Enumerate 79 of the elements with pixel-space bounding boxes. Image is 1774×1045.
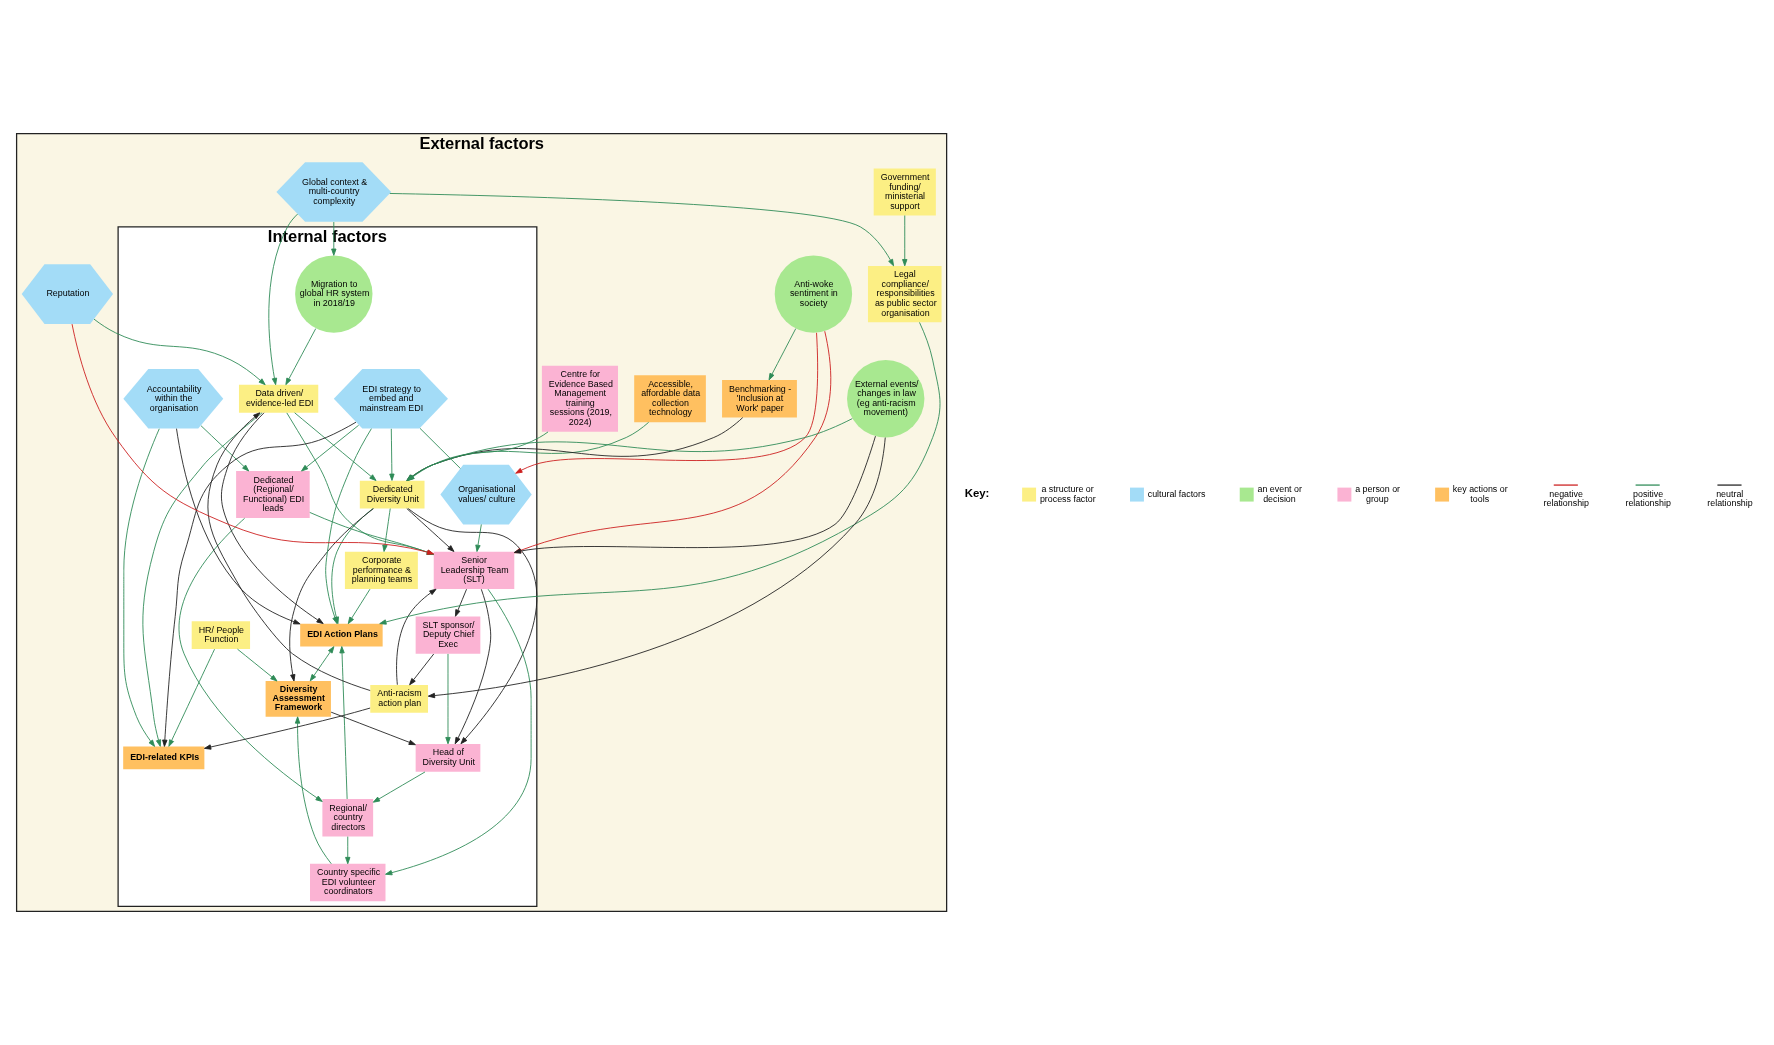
arrow [207, 412, 371, 691]
node-box: Senior Leadership Team (SLT) [433, 551, 515, 590]
arrow [286, 412, 434, 555]
node-circle: External events/ changes in law (eg anti-racism movement) [847, 360, 925, 438]
arrow [515, 332, 819, 474]
arrow [389, 428, 395, 481]
arrow [200, 425, 250, 472]
arrow [330, 711, 416, 746]
legend-label: positive relationship [1625, 488, 1671, 509]
node-box: Dedicated (Regional/ Functional) EDI leads [236, 471, 310, 519]
arrow [168, 648, 215, 747]
node-box: EDI Action Plans [300, 623, 383, 647]
legend-label: key actions or tools [1452, 484, 1508, 504]
arrow [475, 524, 482, 552]
arrow [268, 213, 299, 386]
node-box: Head of Diversity Unit [415, 743, 481, 772]
arrow [427, 437, 886, 699]
arrow [71, 323, 435, 555]
node-box: Regional/ country directors [322, 799, 374, 837]
legend-label: an event or decision [1257, 484, 1302, 504]
legend-label: a structure or process factor [1039, 484, 1096, 504]
arrow [178, 517, 323, 802]
arrow [445, 653, 451, 745]
arrow [407, 508, 538, 745]
arrow [204, 707, 371, 750]
arrow [345, 836, 351, 865]
arrow [162, 421, 357, 747]
node-box: Benchmarking - 'Inclusion at Work' paper [722, 380, 797, 418]
arrow [455, 588, 467, 617]
node-box: Accessible, affordable data collection technology [634, 375, 706, 423]
node-box: Dedicated Diversity Unit [359, 480, 425, 509]
node-box: EDI-related KPIs [123, 746, 205, 770]
node-box: Anti-racism action plan [370, 684, 428, 713]
arrow [372, 771, 426, 803]
node-box: Centre for Evidence Based Management training sessions (2019, 2024) [541, 365, 618, 432]
arrow [221, 412, 324, 624]
arrow [142, 412, 263, 747]
arrow [513, 435, 876, 554]
arrow [294, 716, 332, 865]
arrow [237, 648, 278, 682]
arrow [176, 428, 301, 625]
node-box: Government funding/ ministerial support [873, 168, 936, 216]
legend-label: a person or group [1355, 484, 1401, 504]
arrow [289, 508, 374, 682]
arrow [389, 193, 895, 267]
legend-label: negative relationship [1543, 488, 1589, 509]
node-circle: Anti-woke sentiment in society [774, 255, 853, 333]
node-box: HR/ People Function [191, 621, 251, 650]
arrow [379, 321, 941, 625]
arrow [285, 328, 317, 386]
arrow [309, 646, 335, 682]
node-circle: Migration to global HR system in 2018/19 [295, 255, 373, 333]
arrow [385, 588, 532, 876]
node-box: Legal compliance/ responsibilities as public sector organisation [867, 265, 942, 323]
node-box: Corporate performance & planning teams [344, 551, 418, 590]
arrow [409, 653, 435, 686]
arrow [382, 508, 391, 552]
node-box: Diversity Assessment Framework [265, 681, 331, 717]
arrow [309, 511, 434, 555]
label: Key: [964, 486, 990, 499]
arrow [396, 588, 437, 686]
arrow [454, 588, 492, 745]
legend-label: neutral relationship [1707, 488, 1753, 509]
connector [419, 427, 461, 469]
arrow [347, 588, 371, 625]
arrow [301, 424, 360, 472]
arrow [93, 318, 266, 386]
arrow [339, 646, 348, 800]
arrow [513, 330, 832, 554]
arrow [768, 328, 797, 381]
arrow [123, 428, 160, 747]
node-box: Data driven/ evidence-led EDI [238, 384, 319, 413]
legend-label: cultural factors [1147, 488, 1206, 499]
arrow [294, 412, 377, 481]
arrow [331, 221, 337, 256]
arrow [902, 215, 908, 267]
arrow [406, 508, 455, 552]
node-box: Country specific EDI volunteer coordinators [310, 863, 386, 902]
node-box: SLT sponsor/ Deputy Chief Exec [415, 616, 481, 654]
